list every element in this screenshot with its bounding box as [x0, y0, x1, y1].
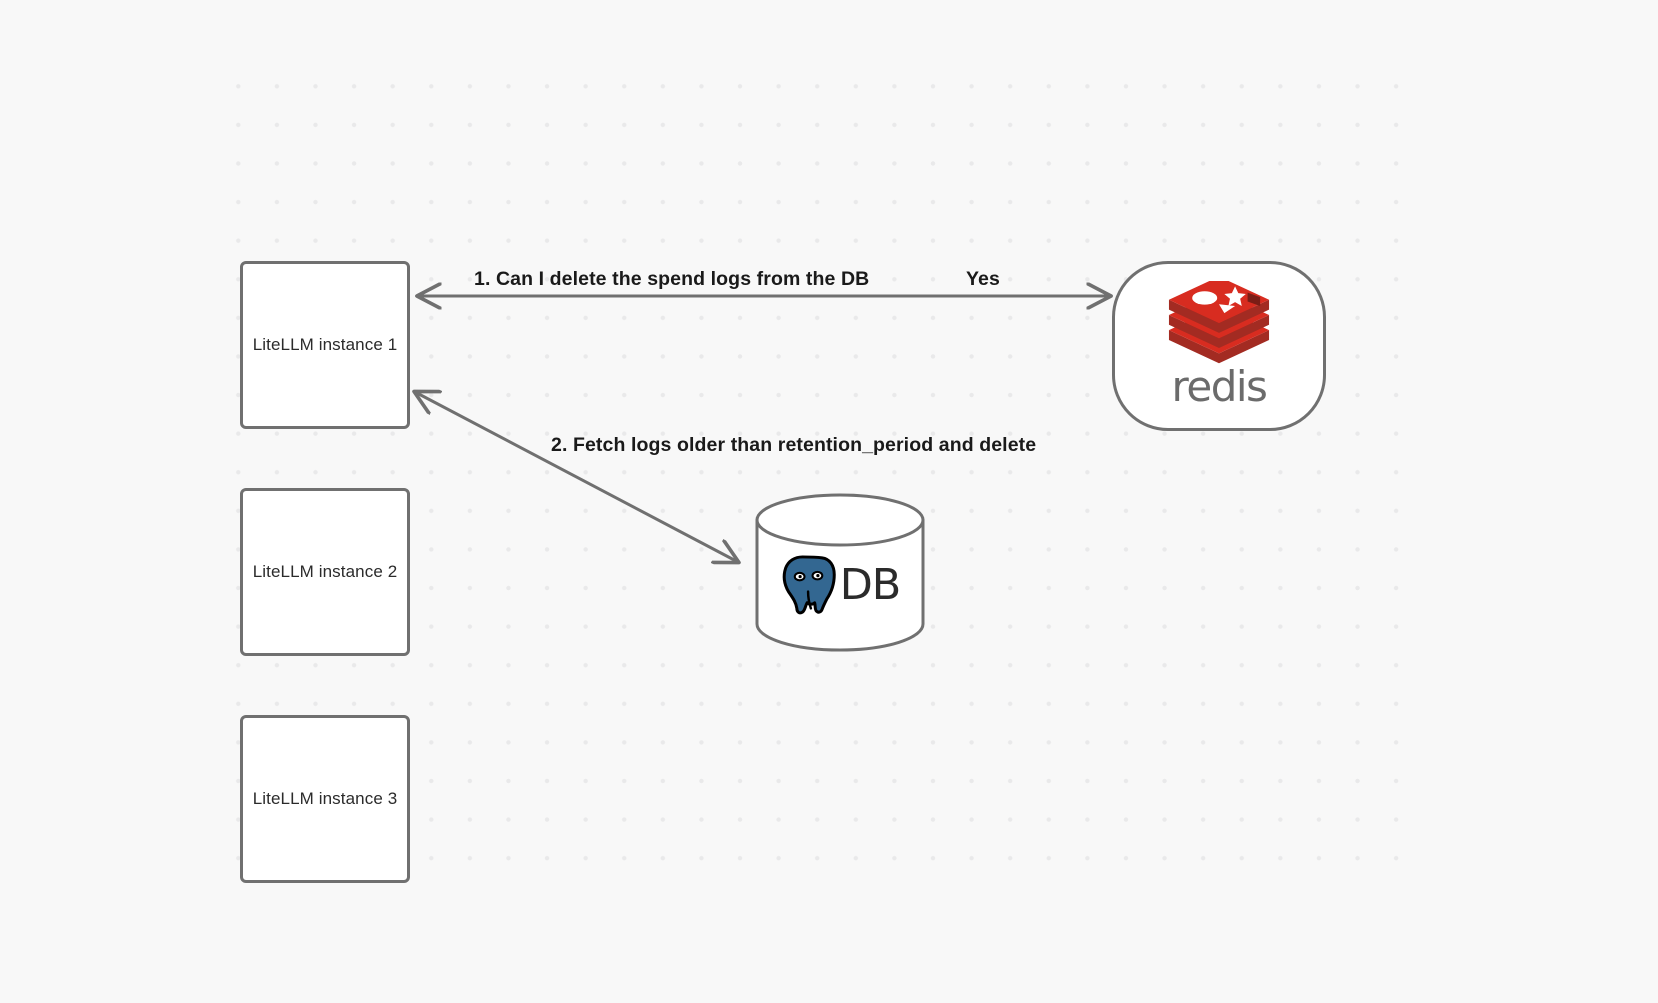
redis-stack-icon [1168, 280, 1270, 363]
edge-label-1-reply: Yes [966, 268, 1000, 290]
node-litellm-instance-1[interactable]: LiteLLM instance 1 [240, 261, 410, 429]
redis-wordmark: redis [1171, 361, 1268, 411]
node-redis[interactable]: redis [1112, 261, 1326, 431]
database-cylinder-shape [755, 493, 925, 652]
postgresql-elephant-icon [782, 555, 836, 615]
node-database[interactable]: DB [753, 492, 927, 652]
database-label: DB [839, 559, 902, 610]
node-label: LiteLLM instance 1 [252, 335, 398, 355]
redis-logo-wrap: redis [1165, 280, 1273, 411]
node-label: LiteLLM instance 2 [252, 562, 398, 582]
node-label: LiteLLM instance 3 [252, 789, 398, 809]
node-litellm-instance-2[interactable]: LiteLLM instance 2 [240, 488, 410, 656]
edge-label-1: 1. Can I delete the spend logs from the … [474, 268, 870, 290]
node-litellm-instance-3[interactable]: LiteLLM instance 3 [240, 715, 410, 883]
edge-instance1-database [415, 392, 738, 562]
edge-label-2: 2. Fetch logs older than retention_perio… [551, 434, 1037, 456]
database-logo-wrap: DB [753, 550, 927, 620]
